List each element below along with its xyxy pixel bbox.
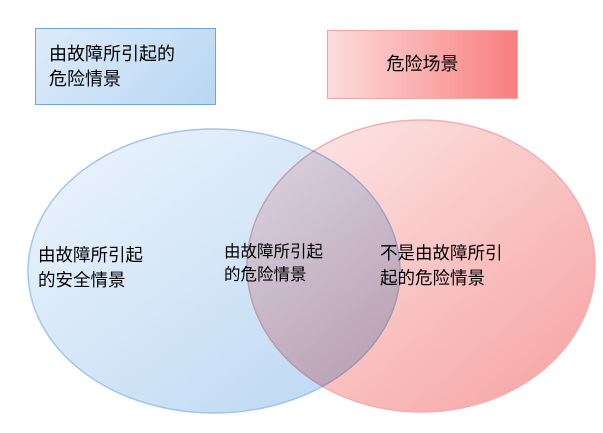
legend-box-fault-hazard-line2: 危险情景: [49, 68, 121, 89]
right-ellipse-hazard-set: [246, 119, 596, 413]
right-region-label-line1: 不是由故障所引: [380, 243, 503, 263]
legend-box-fault-hazard-line1: 由故障所引起的: [49, 44, 175, 65]
left-region-label: 由故障所引起 的安全情景: [38, 243, 198, 292]
legend-box-hazard-scenario-label: 危险场景: [386, 54, 459, 75]
left-region-label-line2: 的安全情景: [38, 269, 126, 290]
right-region-label-line2: 起的危险情景: [380, 267, 485, 288]
left-region-label-line1: 由故障所引起: [38, 245, 143, 265]
right-region-label: 不是由故障所引 起的危险情景: [380, 241, 560, 290]
overlap-region-label-line1: 由故障所引起: [224, 243, 323, 261]
overlap-region-label-line2: 的危险情景: [224, 266, 307, 285]
legend-box-hazard-scenario: 危险场景: [327, 30, 518, 99]
overlap-region-label: 由故障所引起 的危险情景: [224, 241, 348, 287]
legend-box-fault-hazard: 由故障所引起的 危险情景: [35, 28, 216, 105]
